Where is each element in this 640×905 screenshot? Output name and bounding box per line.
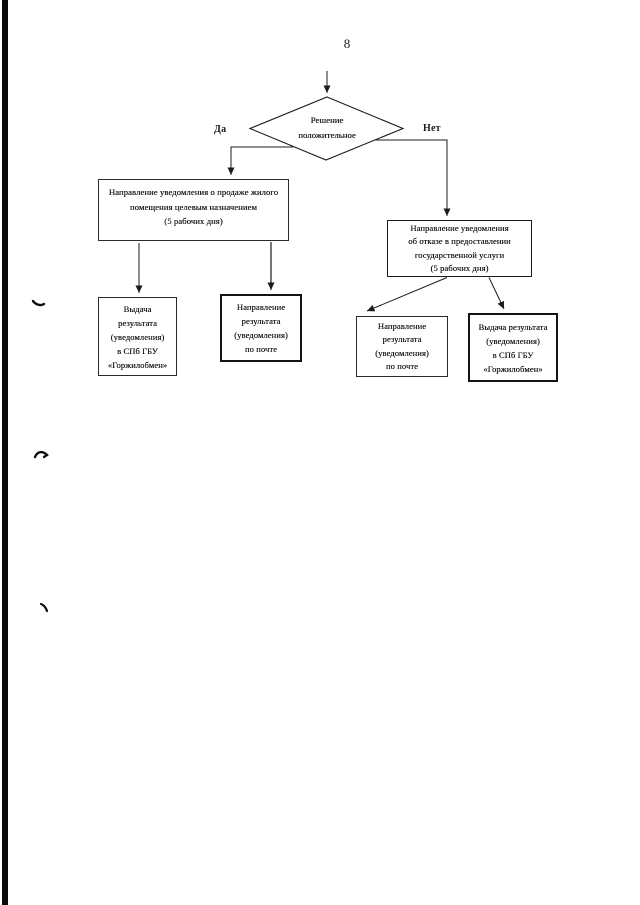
- box-yes-mail-result-text: Направление результата (уведомления) по …: [234, 302, 288, 354]
- no-branch-label: Нет: [423, 123, 441, 134]
- scan-edge-artifact: [2, 0, 8, 905]
- box-sale-notification-text: Направление уведомления о продаже жилого…: [108, 187, 279, 226]
- box-yes-mail-result: Направление результата (уведомления) по …: [220, 294, 302, 362]
- yes-branch-label: Да: [214, 124, 227, 135]
- box-yes-issue-result: Выдача результата (уведомления) в СПб ГБ…: [98, 297, 177, 376]
- box-yes-issue-result-text: Выдача результата (уведомления) в СПб ГБ…: [107, 303, 168, 370]
- ink-mark: [39, 602, 49, 613]
- yes-connector: [227, 146, 293, 175]
- no-connector: [374, 139, 451, 216]
- box-no-mail-result: Направление результата (уведомления) по …: [356, 316, 448, 377]
- decision-label: Решение положительное: [298, 115, 356, 140]
- box-sale-notification: Направление уведомления о продаже жилого…: [98, 179, 289, 241]
- box-refusal-notification: Направление уведомления об отказе в пред…: [387, 220, 532, 277]
- ink-mark: [33, 450, 49, 459]
- box-refusal-notification-text: Направление уведомления об отказе в пред…: [408, 222, 511, 274]
- ink-mark: [31, 299, 46, 307]
- page-number: 8: [343, 36, 351, 51]
- no-mail-arrow: [366, 277, 448, 312]
- box-no-mail-result-text: Направление результата (уведомления) по …: [375, 320, 429, 372]
- decision-diamond: [248, 96, 405, 161]
- no-issue-arrow: [488, 277, 505, 310]
- box-no-issue-result-text: Выдача результата (уведомления) в СПб ГБ…: [478, 321, 548, 374]
- box-no-issue-result: Выдача результата (уведомления) в СПб ГБ…: [468, 313, 558, 382]
